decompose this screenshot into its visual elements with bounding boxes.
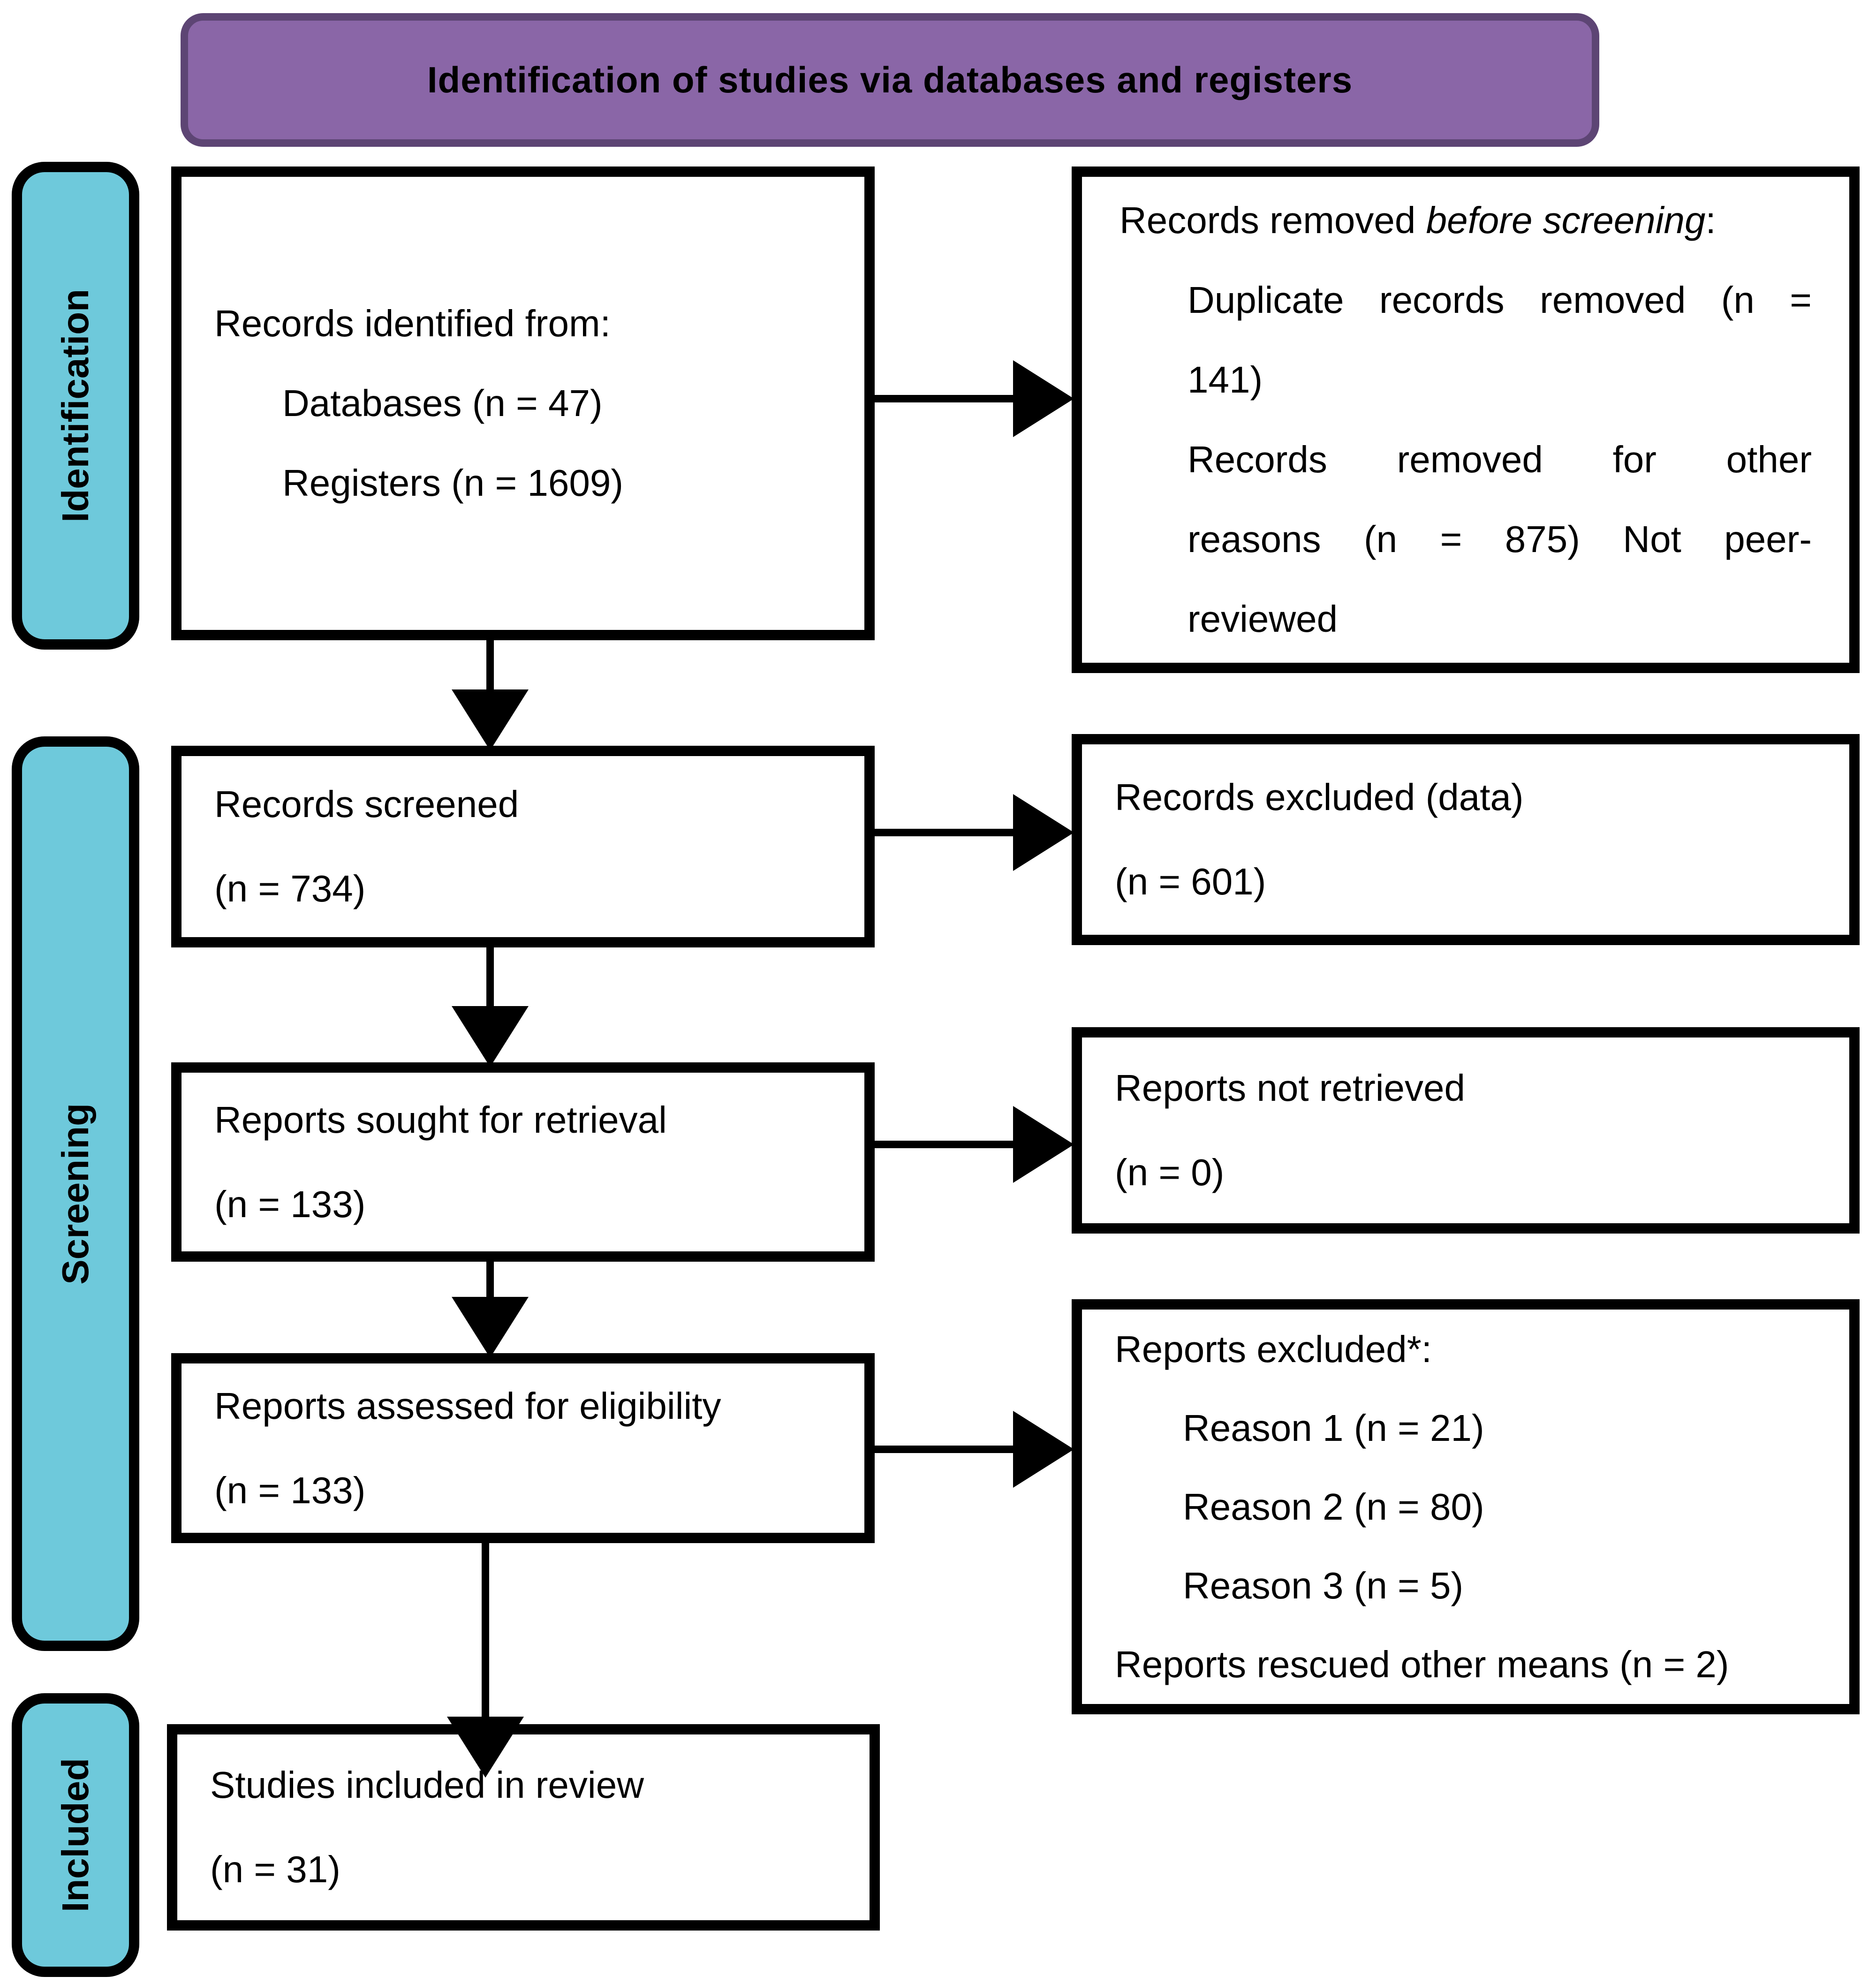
arrow-shaft <box>486 1262 494 1302</box>
stage-label-screening-text: Screening <box>54 1103 96 1285</box>
box-reports-assessed: Reports assessed for eligibility (n = 13… <box>171 1353 875 1543</box>
box-reports-not-retrieved: Reports not retrieved (n = 0) <box>1072 1027 1860 1234</box>
stage-label-identification-text: Identification <box>54 289 96 523</box>
arrow-shaft <box>875 829 1015 836</box>
box-records-identified: Records identified from: Databases (n = … <box>171 167 875 640</box>
records-removed-line5: reasons (n = 875) Not peer- <box>1188 518 1812 560</box>
banner-identification-of-studies: Identification of studies via databases … <box>181 13 1599 147</box>
arrow-head-icon <box>1013 1411 1074 1488</box>
records-excluded-line2: (n = 601) <box>1115 861 1266 902</box>
records-removed-line6: reviewed <box>1188 598 1338 640</box>
records-removed-line1-pre: Records removed <box>1120 199 1426 241</box>
stage-label-included-text: Included <box>54 1758 96 1912</box>
records-removed-line1-italic: before screening <box>1426 199 1706 241</box>
stage-label-included: Included <box>12 1693 139 1977</box>
records-removed-line1-post: : <box>1705 199 1716 241</box>
studies-included-line1: Studies included in review <box>210 1764 644 1806</box>
arrow-shaft <box>482 1543 489 1721</box>
box-records-removed-before-screening: Records removed before screening: Duplic… <box>1072 167 1860 673</box>
arrow-shaft <box>875 395 1015 402</box>
reports-not-retrieved-line2: (n = 0) <box>1115 1151 1225 1193</box>
records-identified-line2: Databases (n = 47) <box>282 382 603 424</box>
banner-title: Identification of studies via databases … <box>427 59 1353 100</box>
records-excluded-line1: Records excluded (data) <box>1115 776 1524 818</box>
reports-excluded-line4: Reason 3 (n = 5) <box>1183 1564 1464 1606</box>
reports-assessed-line1: Reports assessed for eligibility <box>214 1385 721 1427</box>
box-reports-sought: Reports sought for retrieval (n = 133) <box>171 1062 875 1262</box>
box-reports-excluded: Reports excluded*: Reason 1 (n = 21) Rea… <box>1072 1299 1860 1714</box>
arrow-shaft <box>875 1446 1015 1453</box>
records-identified-line1: Records identified from: <box>214 303 611 344</box>
reports-excluded-line1: Reports excluded*: <box>1115 1328 1432 1370</box>
arrow-head-icon <box>452 689 529 750</box>
box-records-screened: Records screened (n = 734) <box>171 746 875 947</box>
box-records-excluded: Records excluded (data) (n = 601) <box>1072 734 1860 945</box>
arrow-shaft <box>486 640 494 694</box>
arrow-head-icon <box>1013 1106 1074 1183</box>
stage-label-identification: Identification <box>12 162 139 650</box>
arrow-head-icon <box>1013 360 1074 437</box>
reports-excluded-line3: Reason 2 (n = 80) <box>1183 1485 1484 1528</box>
reports-excluded-line5: Reports rescued other means (n = 2) <box>1115 1643 1729 1685</box>
records-removed-line2: Duplicate records removed (n = <box>1188 279 1812 321</box>
studies-included-line2: (n = 31) <box>210 1848 340 1890</box>
reports-sought-line2: (n = 133) <box>214 1183 366 1225</box>
records-removed-line3: 141) <box>1188 359 1263 401</box>
records-screened-line2: (n = 734) <box>214 868 366 909</box>
arrow-shaft <box>875 1141 1015 1148</box>
records-identified-line3: Registers (n = 1609) <box>282 462 624 504</box>
arrow-head-icon <box>1013 794 1074 871</box>
arrow-shaft <box>486 947 494 1006</box>
records-removed-line4: Records removed for other <box>1188 439 1812 480</box>
reports-not-retrieved-line1: Reports not retrieved <box>1115 1067 1466 1109</box>
reports-excluded-line2: Reason 1 (n = 21) <box>1183 1407 1484 1449</box>
reports-assessed-line2: (n = 133) <box>214 1469 366 1511</box>
arrow-head-icon <box>452 1006 529 1067</box>
records-screened-line1: Records screened <box>214 783 519 825</box>
records-removed-line1: Records removed before screening: <box>1120 181 1812 260</box>
stage-label-screening: Screening <box>12 736 139 1651</box>
arrow-head-icon <box>447 1717 524 1778</box>
reports-sought-line1: Reports sought for retrieval <box>214 1098 667 1141</box>
arrow-head-icon <box>452 1297 529 1358</box>
